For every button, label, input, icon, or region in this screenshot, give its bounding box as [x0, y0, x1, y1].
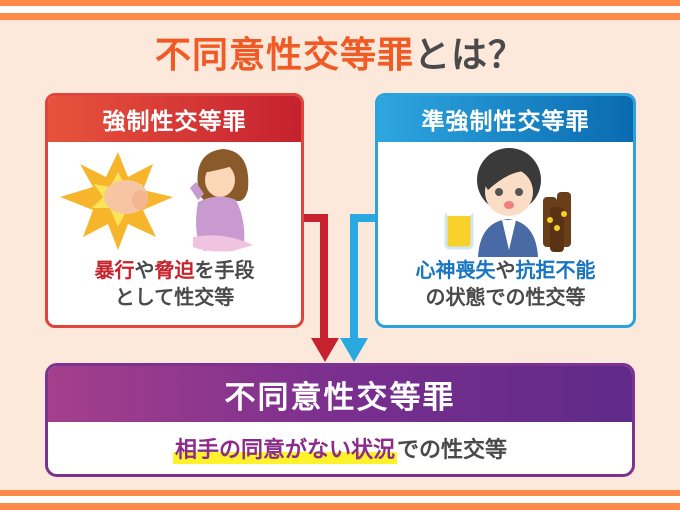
card-description: 心神喪失や抗拒不能 の状態での性交等 — [378, 257, 633, 311]
page-title: 不同意性交等罪とは？ — [0, 34, 680, 78]
description-line-2: の状態での性交等 — [425, 285, 586, 309]
description-line-1: 暴行や脅迫を手段 — [48, 257, 301, 284]
highlight-threat: 脅迫 — [154, 258, 195, 282]
bottom-stripe-1 — [0, 490, 680, 496]
top-stripe-white — [0, 6, 680, 13]
violence-illustration — [48, 142, 301, 257]
fist-impact-icon — [60, 152, 173, 250]
highlight-inability-to-resist: 抗拒不能 — [515, 258, 596, 282]
title-rest: とは？ — [414, 35, 526, 76]
top-stripe-1 — [0, 0, 680, 6]
card-forced-intercourse: 強制性交等罪 暴行や脅迫を手段 として性交等 — [45, 93, 304, 328]
card-non-consensual-intercourse: 不同意性交等罪 相手の同意がない状況での性交等 — [45, 363, 635, 477]
description-line-2: として性交等 — [114, 285, 235, 309]
title-accent: 不同意性交等罪 — [154, 35, 414, 76]
blue-arrow-icon — [340, 214, 376, 362]
text-means: を手段 — [194, 258, 255, 282]
result-header: 不同意性交等罪 — [48, 366, 632, 422]
description-line-1: 心神喪失や抗拒不能 — [378, 257, 633, 284]
bottom-stripe-2 — [0, 503, 680, 510]
text-ya: や — [134, 258, 155, 282]
card-quasi-forced-intercourse: 準強制性交等罪 心神喪失や抗拒不能 の状態での性交等 — [375, 93, 636, 328]
crying-woman-icon — [190, 149, 253, 252]
card-header: 強制性交等罪 — [48, 96, 301, 142]
red-arrow-icon — [304, 214, 339, 362]
card-description: 暴行や脅迫を手段 として性交等 — [48, 257, 301, 311]
highlight-violence: 暴行 — [94, 258, 135, 282]
drunk-person-icon — [444, 148, 571, 257]
bottom-stripe-white — [0, 496, 680, 503]
intoxication-illustration — [378, 142, 633, 257]
top-stripe-2 — [0, 13, 680, 20]
result-description-rest: での性交等 — [397, 438, 508, 463]
highlight-no-consent: 相手の同意がない状況 — [172, 432, 397, 464]
result-description: 相手の同意がない状況での性交等 — [48, 422, 632, 474]
card-header: 準強制性交等罪 — [378, 96, 633, 142]
highlight-insanity: 心神喪失 — [415, 258, 496, 282]
text-ya: や — [495, 258, 516, 282]
